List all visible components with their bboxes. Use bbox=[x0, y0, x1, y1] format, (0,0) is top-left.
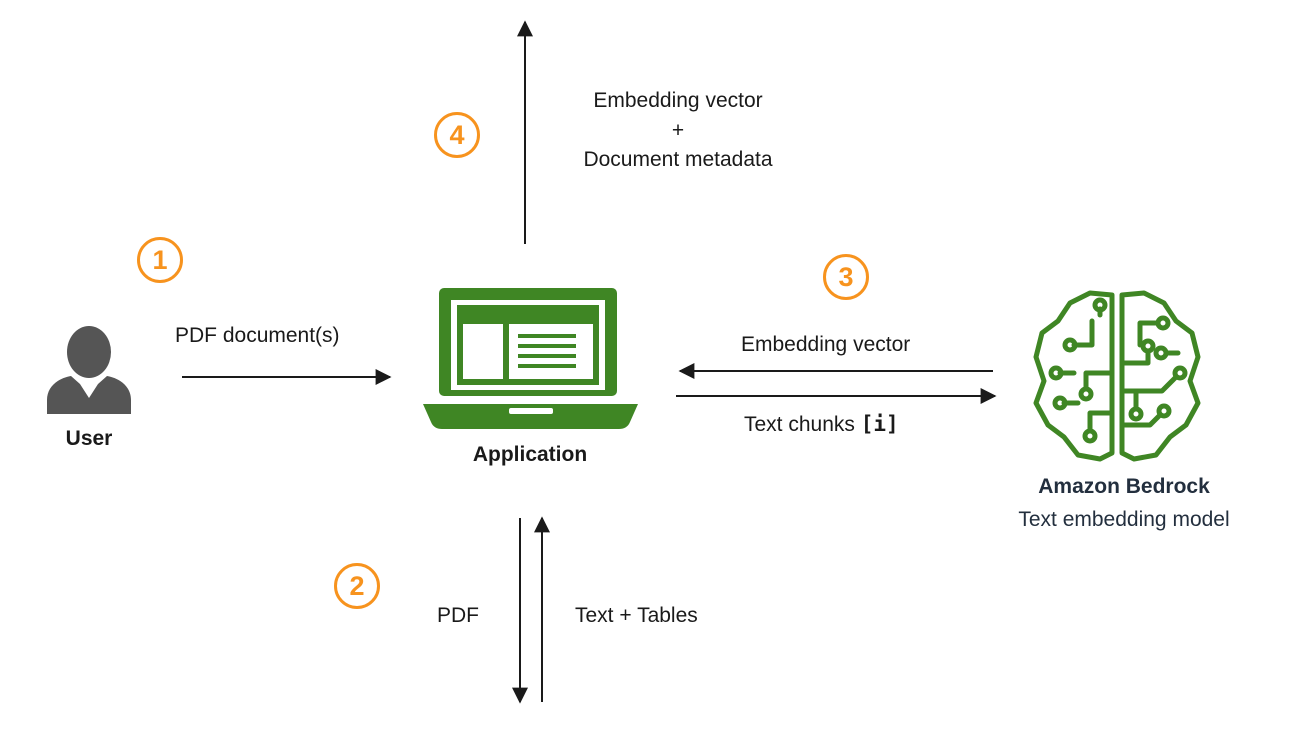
label-text-chunks: Text chunks [i] bbox=[744, 411, 899, 438]
step-badge-4: 4 bbox=[434, 112, 480, 158]
label-embedding-vector-return: Embedding vector bbox=[741, 333, 911, 356]
label-store-plus: + bbox=[671, 119, 685, 142]
label-store-embedding: Embedding vector bbox=[593, 89, 763, 112]
step-badge-1: 1 bbox=[137, 237, 183, 283]
text-chunks-text: Text chunks bbox=[744, 413, 861, 436]
user-label: User bbox=[65, 427, 113, 450]
step-badge-2: 2 bbox=[334, 563, 380, 609]
application-label: Application bbox=[472, 443, 588, 466]
step-badge-3: 3 bbox=[823, 254, 869, 300]
person-icon bbox=[47, 326, 131, 414]
bedrock-subtitle: Text embedding model bbox=[1018, 508, 1230, 531]
text-chunks-index: [i] bbox=[860, 412, 899, 436]
label-pdf: PDF bbox=[437, 604, 479, 627]
label-store-metadata: Document metadata bbox=[583, 148, 773, 171]
label-text-tables: Text + Tables bbox=[575, 604, 698, 627]
brain-circuit-icon bbox=[1033, 290, 1201, 462]
laptop-icon bbox=[423, 288, 638, 429]
label-pdf-documents: PDF document(s) bbox=[175, 324, 340, 347]
bedrock-name: Amazon Bedrock bbox=[1038, 475, 1210, 498]
